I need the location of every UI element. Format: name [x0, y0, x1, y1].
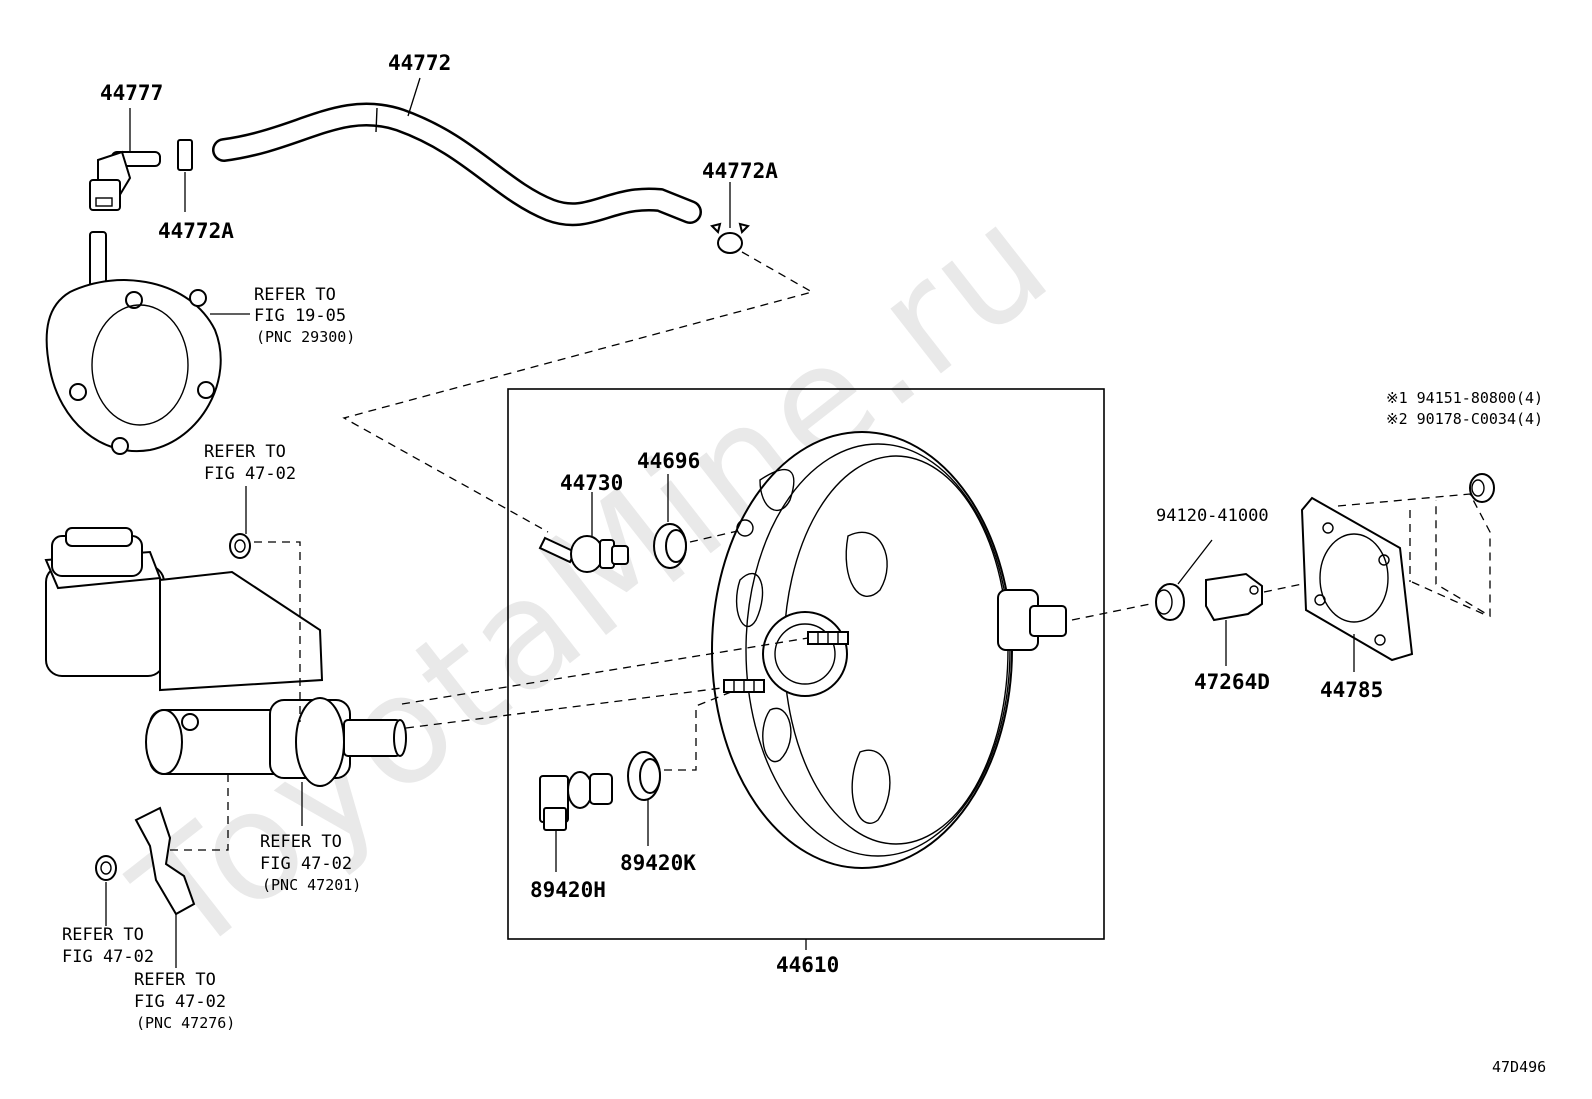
clevis-pin[interactable]	[1155, 583, 1185, 621]
mounting-nut[interactable]	[1469, 473, 1495, 503]
part-number-vacuum-union: 44730	[560, 471, 623, 495]
figure-code: 47D496	[1492, 1058, 1546, 1076]
ref-reservoir-cap-line1: REFER TO	[204, 442, 286, 462]
ref-bracket-line3: (PNC 47276)	[136, 1014, 235, 1032]
part-number-hose: 44772	[388, 51, 451, 75]
ref-grommet-bottom-line1: REFER TO	[62, 925, 144, 945]
ref-master-cylinder-line1: REFER TO	[260, 832, 342, 852]
part-number-clevis-pin: 94120-41000	[1156, 506, 1269, 526]
hose-clip-right[interactable]	[710, 222, 750, 254]
ref-vacuum-pump-line2: FIG 19-05	[254, 306, 346, 326]
ref-master-cylinder-line2: FIG 47-02	[260, 854, 352, 874]
pressure-sensor[interactable]	[539, 771, 613, 831]
ref-master-cylinder-line3: (PNC 47201)	[262, 876, 361, 894]
vacuum-pump	[45, 231, 222, 455]
mounting-bracket	[134, 806, 196, 916]
bottom-grommet	[95, 855, 117, 881]
ref-grommet-bottom-line2: FIG 47-02	[62, 947, 154, 967]
ref-reservoir-cap-line2: FIG 47-02	[204, 464, 296, 484]
part-number-clip-left: 44772A	[158, 219, 234, 243]
brake-booster[interactable]	[711, 431, 1067, 869]
ref-bracket-line1: REFER TO	[134, 970, 216, 990]
part-number-gasket: 44785	[1320, 678, 1383, 702]
check-valve[interactable]	[89, 150, 161, 211]
part-number-clevis: 47264D	[1194, 670, 1270, 694]
reservoir-cap-nut	[229, 533, 251, 559]
part-number-grommet-upper: 44696	[637, 449, 700, 473]
part-number-grommet-lower: 89420K	[620, 851, 696, 875]
ref-bracket-line2: FIG 47-02	[134, 992, 226, 1012]
master-cylinder	[44, 527, 407, 787]
part-number-brake-booster-assembly: 44610	[776, 953, 839, 977]
grommet-lower[interactable]	[627, 751, 661, 801]
ref-vacuum-pump-line1: REFER TO	[254, 285, 336, 305]
hose-clip-left[interactable]	[177, 139, 193, 171]
grommet-upper[interactable]	[653, 523, 687, 569]
gasket[interactable]	[1300, 496, 1414, 662]
booster-stud-upper	[807, 631, 849, 645]
nut-spec-line1: ※1 94151-80800(4)	[1386, 389, 1543, 407]
part-number-clip-right: 44772A	[702, 159, 778, 183]
booster-stud-lower	[723, 679, 765, 693]
clevis[interactable]	[1205, 572, 1263, 622]
nut-spec-line2: ※2 90178-C0034(4)	[1386, 410, 1543, 428]
part-number-check-valve: 44777	[100, 81, 163, 105]
vacuum-union[interactable]	[538, 535, 629, 573]
part-number-sensor: 89420H	[530, 878, 606, 902]
ref-vacuum-pump-line3: (PNC 29300)	[256, 328, 355, 346]
